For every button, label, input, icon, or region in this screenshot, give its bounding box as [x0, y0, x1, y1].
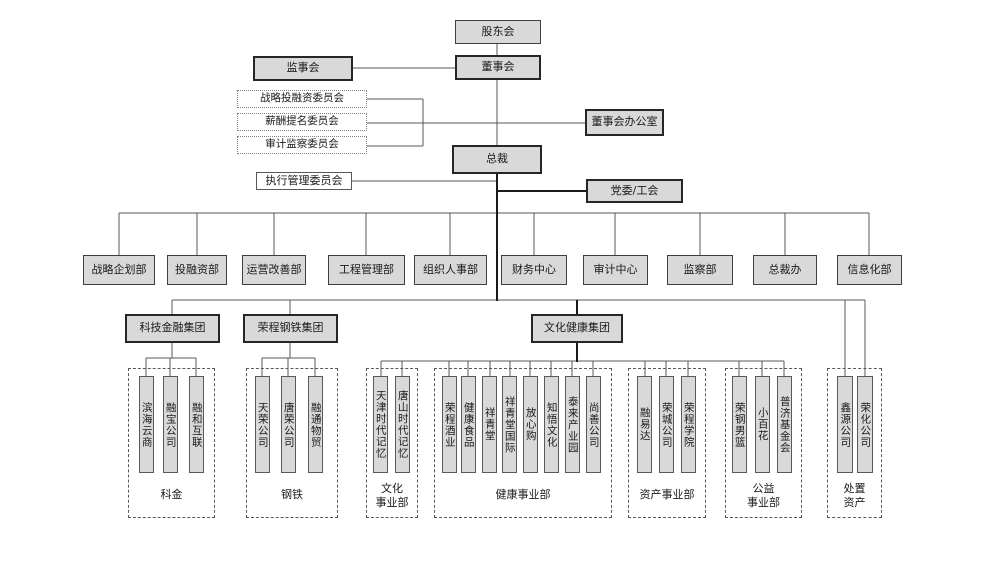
- business-unit-label: 处置 资产: [843, 482, 866, 509]
- business-unit-label: 健康事业部: [495, 488, 551, 501]
- business-unit-frame-disposal: [827, 368, 882, 518]
- president-box: 总裁: [452, 145, 542, 174]
- department-box-president-office: 总裁办: [753, 255, 817, 285]
- company-box-fangxingou: 放心购: [523, 376, 538, 473]
- committee-box-audit-supervision: 审计监察委员会: [237, 136, 367, 154]
- committee-box-compensation-nomination: 薪酬提名委员会: [237, 113, 367, 131]
- company-box-ronghe-hulian: 融和互联: [189, 376, 204, 473]
- department-box-finance-center: 财务中心: [501, 255, 567, 285]
- company-box-shangshan: 尚善公司: [586, 376, 601, 473]
- company-box-xinyuan: 鑫源公司: [837, 376, 853, 473]
- committee-box-strategy-investment: 战略投融资委员会: [237, 90, 367, 108]
- department-box-supervision: 监察部: [667, 255, 733, 285]
- company-box-xiangqingtang-guoji: 祥青堂国际: [502, 376, 517, 473]
- supervisory-box: 监事会: [253, 56, 353, 81]
- department-box-operation-improvement: 运营改善部: [242, 255, 306, 285]
- company-box-rongcheng-jiuye: 荣程酒业: [442, 376, 457, 473]
- shareholders-box: 股东会: [455, 20, 541, 44]
- group-box-culture-health: 文化健康集团: [531, 314, 623, 343]
- department-box-investment-financing: 投融资部: [167, 255, 227, 285]
- company-box-zhiwu-wenhua: 知悟文化: [544, 376, 559, 473]
- company-box-tianjin-shidaijiyi: 天津时代记忆: [373, 376, 388, 473]
- business-unit-frame-assets: [628, 368, 706, 518]
- company-box-tailai-chanyeyuan: 泰来产业园: [565, 376, 580, 473]
- company-box-xiangqingtang: 祥青堂: [482, 376, 497, 473]
- department-box-audit-center: 审计中心: [583, 255, 648, 285]
- company-box-puji-jijinhui: 普济基金会: [777, 376, 792, 473]
- business-unit-frame-charity: [725, 368, 802, 518]
- business-unit-frame-health: [434, 368, 612, 518]
- business-unit-label: 科金: [160, 488, 183, 501]
- company-box-jiankang-shipin: 健康食品: [461, 376, 476, 473]
- business-unit-label: 钢铁: [281, 488, 303, 501]
- business-unit-frame-gangtie: [246, 368, 338, 518]
- party-union-box: 党委/工会: [586, 179, 683, 203]
- company-box-xiaobaihua: 小百花: [755, 376, 770, 473]
- business-unit-label: 公益 事业部: [747, 482, 780, 509]
- business-unit-label: 文化 事业部: [375, 482, 409, 509]
- business-unit-frame-kejin: [128, 368, 215, 518]
- company-box-ronghua: 荣化公司: [857, 376, 873, 473]
- company-box-rongcheng-xueyuan: 荣程学院: [681, 376, 696, 473]
- board-office-box: 董事会办公室: [585, 109, 664, 136]
- department-box-informatization: 信息化部: [837, 255, 902, 285]
- company-box-rongchengsi: 荣城公司: [659, 376, 674, 473]
- department-box-hr-organization: 组织人事部: [414, 255, 487, 285]
- company-box-rongbao: 融宝公司: [163, 376, 178, 473]
- group-box-tech-finance: 科技金融集团: [125, 314, 220, 343]
- department-box-engineering-management: 工程管理部: [328, 255, 405, 285]
- company-box-rongyida: 融易达: [637, 376, 652, 473]
- board-box: 董事会: [455, 55, 541, 80]
- company-box-ronggang-nanlan: 荣钢男篮: [732, 376, 747, 473]
- company-box-rongtong-wumao: 融通物贸: [308, 376, 323, 473]
- group-box-rongcheng-steel: 荣程钢铁集团: [243, 314, 338, 343]
- company-box-binhai-yunshang: 滨海云商: [139, 376, 154, 473]
- exec-committee-box: 执行管理委员会: [256, 172, 352, 190]
- business-unit-label: 资产事业部: [639, 488, 695, 501]
- company-box-tangshan-shidaijiyi: 唐山时代记忆: [395, 376, 410, 473]
- company-box-tianrong: 天荣公司: [255, 376, 270, 473]
- company-box-tangrong: 唐荣公司: [281, 376, 296, 473]
- department-box-strategy-planning: 战略企划部: [83, 255, 155, 285]
- business-unit-frame-culture: [366, 368, 418, 518]
